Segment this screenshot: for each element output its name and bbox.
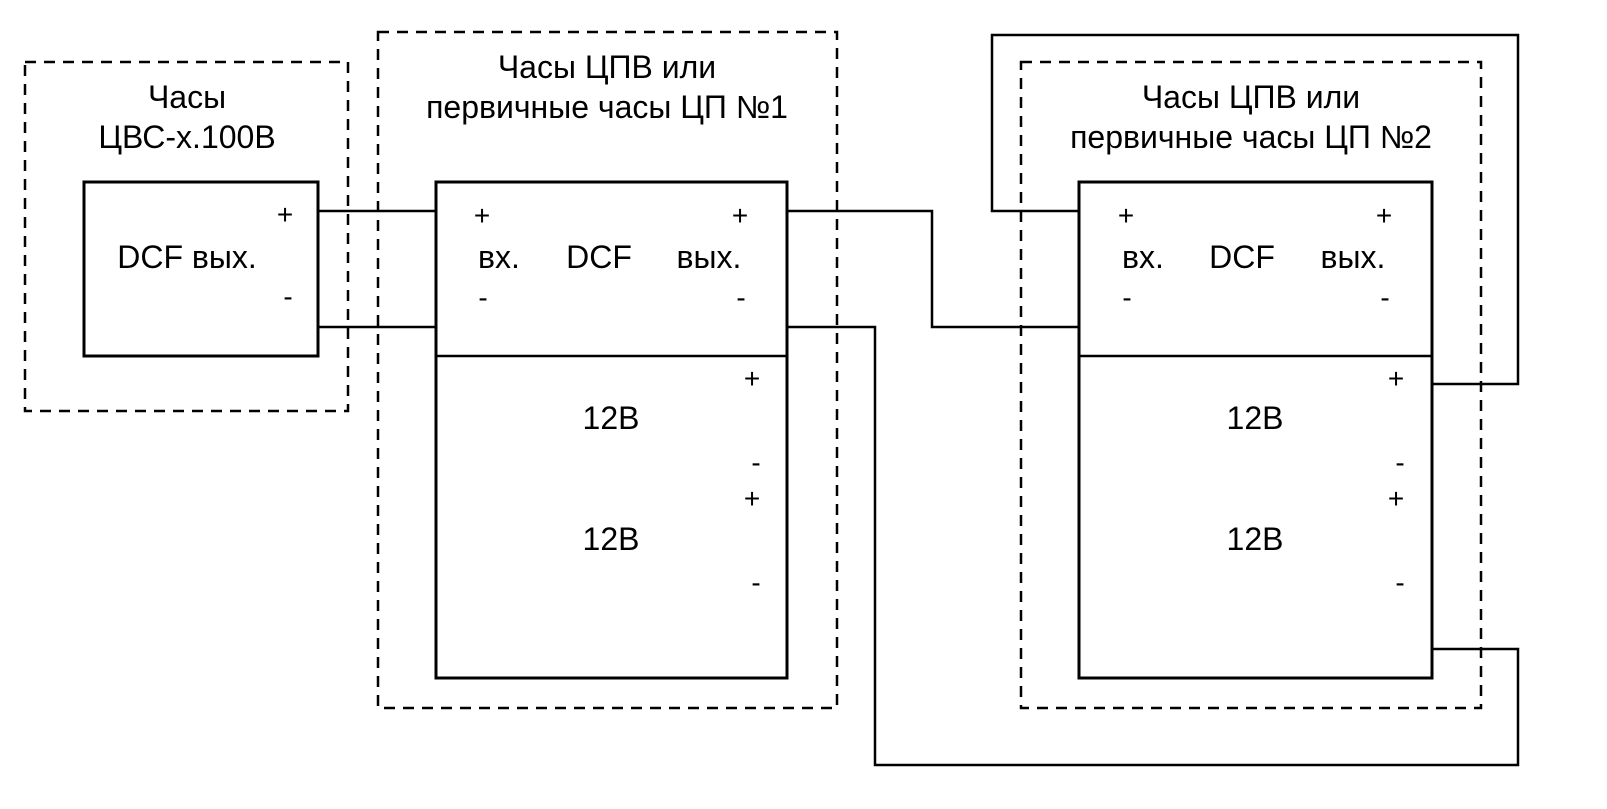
- source-clock-title-line-2: ЦВС-х.100В: [98, 119, 275, 155]
- clock-2-dcf-out-minus: -: [1380, 282, 1389, 313]
- clock-2-power-1-label: 12В: [1227, 400, 1284, 436]
- clock-1-power-2-minus: -: [751, 567, 760, 598]
- clock-1-power-2-label: 12В: [583, 521, 640, 557]
- clock-2-power-2-minus: -: [1395, 567, 1404, 598]
- clock-1-boundary: [376, 30, 839, 710]
- clock-1-dcf-in-plus: +: [474, 200, 490, 231]
- clock-1-title-line-2: первичные часы ЦП №1: [426, 89, 788, 125]
- wire-clock-1-out-plus-to-clock-2-in: [787, 209, 1079, 329]
- clock-2-power-1-minus: -: [1395, 447, 1404, 478]
- clock-1-module: [434, 180, 789, 680]
- clock-1-power-2-plus: +: [744, 483, 760, 514]
- clock-2-dcf-out-plus: +: [1376, 200, 1392, 231]
- clock-2-power-2-plus: +: [1388, 483, 1404, 514]
- clock-2-dcf-in-minus: -: [1122, 282, 1131, 313]
- source-clock-boundary: [23, 60, 350, 413]
- clock-2-power-1-plus: +: [1388, 363, 1404, 394]
- clock-1-power-1-minus: -: [751, 447, 760, 478]
- clock-1-power-1-plus: +: [744, 363, 760, 394]
- clock-1-dcf-out-minus: -: [736, 282, 745, 313]
- source-clock-title-line-1: Часы: [148, 79, 226, 115]
- clock-1-dcf-out-label: вых.: [677, 239, 742, 275]
- clock-2-group: Часы ЦПВ или первичные часы ЦП №2 + + вх…: [1019, 60, 1483, 710]
- clock-2-power-2-label: 12В: [1227, 521, 1284, 557]
- source-dcf-minus-terminal: -: [283, 281, 292, 312]
- clock-1-group: Часы ЦПВ или первичные часы ЦП №1 + + вх…: [376, 30, 839, 710]
- wire-clock-2-in-plus-to-clock-2-power-plus: [990, 33, 1520, 386]
- clock-2-dcf-in-plus: +: [1118, 200, 1134, 231]
- clock-2-module: [1077, 180, 1434, 680]
- clock-2-dcf-out-label: вых.: [1321, 239, 1386, 275]
- clock-1-dcf-label: DCF: [566, 239, 632, 275]
- clock-2-title-line-1: Часы ЦПВ или: [1142, 79, 1360, 115]
- clock-1-power-1-label: 12В: [583, 400, 640, 436]
- clock-2-dcf-label: DCF: [1209, 239, 1275, 275]
- clock-1-title-line-1: Часы ЦПВ или: [498, 49, 716, 85]
- clock-1-dcf-in-label: вх.: [478, 239, 520, 275]
- wires: [318, 33, 1520, 767]
- source-dcf-output-module: [82, 180, 320, 358]
- clock-1-dcf-out-plus: +: [732, 200, 748, 231]
- clock-2-dcf-in-label: вх.: [1122, 239, 1164, 275]
- source-dcf-plus-terminal: +: [277, 199, 293, 230]
- source-clock-group: Часы ЦВС-х.100В DCF вых. + -: [23, 60, 350, 413]
- source-dcf-output-label: DCF вых.: [117, 239, 257, 275]
- wire-clock-1-out-minus-to-clock-2-power: [787, 325, 1520, 767]
- clock-2-title-line-2: первичные часы ЦП №2: [1070, 119, 1432, 155]
- clock-1-dcf-in-minus: -: [478, 282, 487, 313]
